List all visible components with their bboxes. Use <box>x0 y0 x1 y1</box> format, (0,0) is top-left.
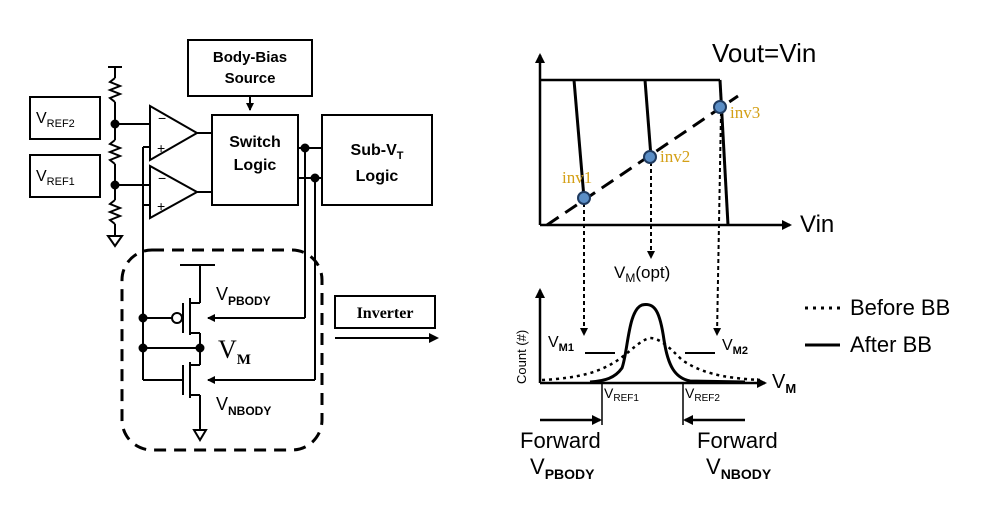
legend-after-label: After BB <box>850 332 932 357</box>
inv1-curve <box>572 79 586 199</box>
switch-logic-label-2: Logic <box>234 157 277 174</box>
comparator-top <box>149 104 200 162</box>
dist-y-label: Count (#) <box>514 330 529 384</box>
vref2-box <box>29 96 101 140</box>
after-bb-curve <box>589 303 746 384</box>
vnbody-label: VNBODY <box>216 394 271 418</box>
vm-label: VM <box>218 335 251 368</box>
vm1-label: VM1 <box>548 334 574 354</box>
inv3-label: inv3 <box>730 103 760 122</box>
vref1-box <box>29 154 101 198</box>
body-bias-label-2: Source <box>225 70 276 87</box>
inv2-curve <box>643 79 653 158</box>
inverter-label-box <box>334 295 436 329</box>
comp-bottom-plus: + <box>157 198 165 214</box>
vref1-label: VREF1 <box>36 168 75 188</box>
forward-nbody-line2: VNBODY <box>706 454 772 482</box>
vref1-dist-label: VREF1 <box>604 385 639 404</box>
vref2-label: VREF2 <box>36 110 75 130</box>
before-bb-curve <box>541 336 761 382</box>
inverter-label: Inverter <box>357 305 414 322</box>
comparator-bottom <box>149 164 200 220</box>
switch-logic-box <box>211 114 299 206</box>
vtc-x-label: Vin <box>800 211 834 238</box>
forward-pbody-line2: VPBODY <box>530 454 595 482</box>
inv1-label: inv1 <box>562 168 592 187</box>
distribution-plot <box>535 288 767 425</box>
inv2-point <box>643 150 657 164</box>
comp-bottom-minus: − <box>158 170 166 186</box>
body-bias-label-1: Body-Bias <box>213 49 287 66</box>
vtc-plot <box>535 53 792 336</box>
vref2-dist-label: VREF2 <box>685 385 720 404</box>
subvt-logic-label-1: Sub-VT <box>351 142 404 162</box>
forward-nbody-line1: Forward <box>697 428 778 453</box>
inv1-point <box>577 191 591 205</box>
resistor-ladder <box>106 66 124 248</box>
circuit-schematic <box>29 39 439 452</box>
comp-top-minus: − <box>158 110 166 126</box>
unity-line <box>546 94 739 227</box>
legend-before-label: Before BB <box>850 295 950 320</box>
subvt-logic-label-2: Logic <box>356 168 399 185</box>
inv3-point <box>713 100 727 114</box>
forward-pbody-line1: Forward <box>520 428 601 453</box>
comp-top-plus: + <box>157 140 165 156</box>
legend: Before BB After BB <box>805 295 950 357</box>
vtc-title: Vout=Vin <box>712 38 816 68</box>
switch-logic-label-1: Switch <box>229 134 281 151</box>
inv2-label: inv2 <box>660 147 690 166</box>
dist-x-label: VM <box>772 371 796 396</box>
vm2-label: VM2 <box>722 337 748 357</box>
vpbody-label: VPBODY <box>216 284 271 308</box>
inverter-region <box>120 248 324 452</box>
vm-opt-label: VM(opt) <box>614 263 670 285</box>
subvt-logic-box <box>321 114 433 206</box>
